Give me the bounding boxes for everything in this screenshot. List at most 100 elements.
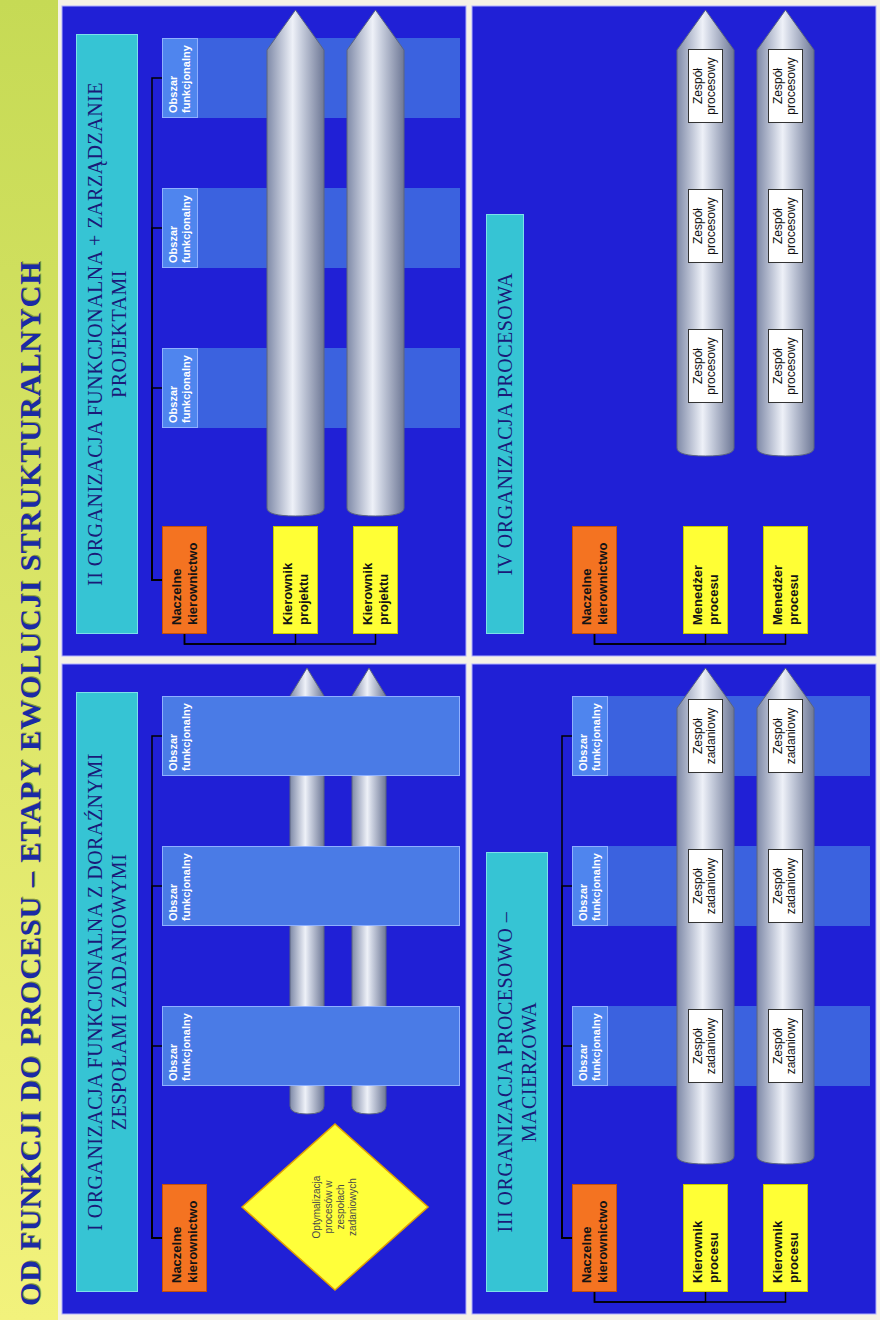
- team-box: Zespół procesowy: [768, 329, 804, 403]
- box-label: Kierownik projektu: [360, 535, 391, 625]
- box-label: Zespół zadaniowy: [692, 854, 720, 918]
- function-column: [572, 696, 870, 776]
- box-label: Naczelne kierownictwo: [579, 1193, 610, 1283]
- panel-heading: I ORGANIZACJA FUNKCJONALNA Z DORAŹNYMI Z…: [83, 705, 131, 1279]
- box-label: Obszar funkcjonalny: [577, 701, 603, 771]
- functional-area-box: Obszar funkcjonalny: [572, 1006, 608, 1086]
- team-box: Zespół zadaniowy: [688, 699, 724, 773]
- team-box: Zespół zadaniowy: [768, 1009, 804, 1083]
- box-label: Obszar funkcjonalny: [167, 701, 193, 771]
- functional-area-column: Obszar funkcjonalny: [162, 1006, 460, 1086]
- box-label: Menedżer procesu: [690, 535, 721, 625]
- box-label: Zespół procesowy: [692, 334, 720, 398]
- process-arrow: [677, 10, 734, 456]
- org-connector: [152, 886, 162, 1238]
- box-label: Kierownik procesu: [770, 1193, 801, 1283]
- team-box: Zespół zadaniowy: [688, 849, 724, 923]
- team-box: Zespół procesowy: [768, 49, 804, 123]
- org-connector: [562, 1046, 572, 1238]
- org-connector: [152, 78, 162, 580]
- functional-area-box: Obszar funkcjonalny: [162, 38, 198, 118]
- panel-ground: [472, 664, 876, 1314]
- org-panel: IV ORGANIZACJA PROCESOWA Naczelne kierown…: [472, 6, 876, 656]
- org-connector: [152, 388, 162, 580]
- process-arrow: [677, 668, 734, 1164]
- management-box: Naczelne kierownictwo: [162, 526, 207, 634]
- box-label: Zespół zadaniowy: [772, 854, 800, 918]
- panel-heading: III ORGANIZACJA PROCESOWO – MACIERZOWA: [493, 865, 541, 1279]
- box-label: Obszar funkcjonalny: [577, 1011, 603, 1081]
- functional-area-box: Obszar funkcjonalny: [572, 846, 608, 926]
- diamond-shape: [242, 1124, 428, 1290]
- function-column: [572, 846, 870, 926]
- org-connector: [595, 634, 786, 644]
- functional-area-box: Obszar funkcjonalny: [162, 188, 198, 268]
- management-box: Naczelne kierownictwo: [572, 1184, 617, 1292]
- box-label: Obszar funkcjonalny: [167, 353, 193, 423]
- org-panel: III ORGANIZACJA PROCESOWO – MACIERZOWA Na…: [472, 664, 876, 1314]
- box-label: Zespół procesowy: [772, 334, 800, 398]
- panel-heading: IV ORGANIZACJA PROCESOWA: [493, 227, 517, 621]
- box-label: Menedżer procesu: [770, 535, 801, 625]
- box-label: Obszar funkcjonalny: [577, 851, 603, 921]
- team-box: Zespół zadaniowy: [768, 849, 804, 923]
- management-box: Naczelne kierownictwo: [162, 1184, 207, 1292]
- team-box: Zespół procesowy: [688, 49, 724, 123]
- org-connector: [595, 1292, 786, 1302]
- management-box: Naczelne kierownictwo: [572, 526, 617, 634]
- functional-area-box: Obszar funkcjonalny: [572, 696, 608, 776]
- heading-band: I ORGANIZACJA FUNKCJONALNA Z DORAŹNYMI Z…: [76, 692, 138, 1292]
- team-box: Zespół zadaniowy: [688, 1009, 724, 1083]
- heading-band: IV ORGANIZACJA PROCESOWA: [486, 214, 524, 634]
- functional-area-column: Obszar funkcjonalny: [162, 846, 460, 926]
- box-label: Obszar funkcjonalny: [167, 43, 193, 113]
- title-band: [0, 0, 58, 1320]
- box-label: Zespół zadaniowy: [772, 1014, 800, 1078]
- functional-area-column: Obszar funkcjonalny: [162, 696, 460, 776]
- org-connector: [152, 228, 162, 580]
- manager-box: Kierownik projektu: [273, 526, 318, 634]
- box-label: Zespół zadaniowy: [692, 704, 720, 768]
- org-panel: II ORGANIZACJA FUNKCJONALNA + ZARZĄDZANI…: [62, 6, 466, 656]
- manager-box: Kierownik projektu: [353, 526, 398, 634]
- manager-box: Kierownik procesu: [683, 1184, 728, 1292]
- manager-box: Menedżer procesu: [763, 526, 808, 634]
- heading-band: III ORGANIZACJA PROCESOWO – MACIERZOWA: [486, 852, 548, 1292]
- box-label: Kierownik projektu: [280, 535, 311, 625]
- manager-box: Kierownik procesu: [763, 1184, 808, 1292]
- panel-heading: II ORGANIZACJA FUNKCJONALNA + ZARZĄDZANI…: [83, 47, 131, 621]
- box-label: Obszar funkcjonalny: [167, 193, 193, 263]
- box-label: Zespół procesowy: [692, 194, 720, 258]
- org-connector: [595, 634, 706, 644]
- heading-band: II ORGANIZACJA FUNKCJONALNA + ZARZĄDZANI…: [76, 34, 138, 634]
- team-box: Zespół procesowy: [768, 189, 804, 263]
- function-column: [572, 1006, 870, 1086]
- box-label: Zespół procesowy: [772, 54, 800, 118]
- org-connector: [152, 1046, 162, 1238]
- panel-ground: [62, 6, 466, 656]
- box-label: Obszar funkcjonalny: [167, 1011, 193, 1081]
- org-panel: I ORGANIZACJA FUNKCJONALNA Z DORAŹNYMI Z…: [62, 664, 466, 1314]
- org-connector: [185, 634, 376, 644]
- box-label: Naczelne kierownictwo: [169, 535, 200, 625]
- team-box: Zespół procesowy: [688, 329, 724, 403]
- team-box: Zespół procesowy: [688, 189, 724, 263]
- box-label: Naczelne kierownictwo: [169, 1193, 200, 1283]
- box-label: Naczelne kierownictwo: [579, 535, 610, 625]
- org-connector: [185, 634, 296, 644]
- functional-area-box: Obszar funkcjonalny: [162, 348, 198, 428]
- panel-ground: [62, 664, 466, 1314]
- box-label: Optymalizacja procesów w zespołach zadan…: [311, 1161, 359, 1253]
- box-label: Zespół procesowy: [692, 54, 720, 118]
- box-label: Obszar funkcjonalny: [167, 851, 193, 921]
- org-connector: [562, 886, 572, 1238]
- slide-title: OD FUNKCJI DO PROCESU – ETAPY EWOLUCJI S…: [8, 260, 52, 1306]
- manager-box: Menedżer procesu: [683, 526, 728, 634]
- decision-diamond: Optymalizacja procesów w zespołach zadan…: [240, 1122, 430, 1292]
- process-arrow: [757, 668, 814, 1164]
- process-arrow: [267, 10, 324, 516]
- org-connector: [595, 1292, 706, 1302]
- box-label: Zespół zadaniowy: [772, 704, 800, 768]
- box-label: Zespół zadaniowy: [692, 1014, 720, 1078]
